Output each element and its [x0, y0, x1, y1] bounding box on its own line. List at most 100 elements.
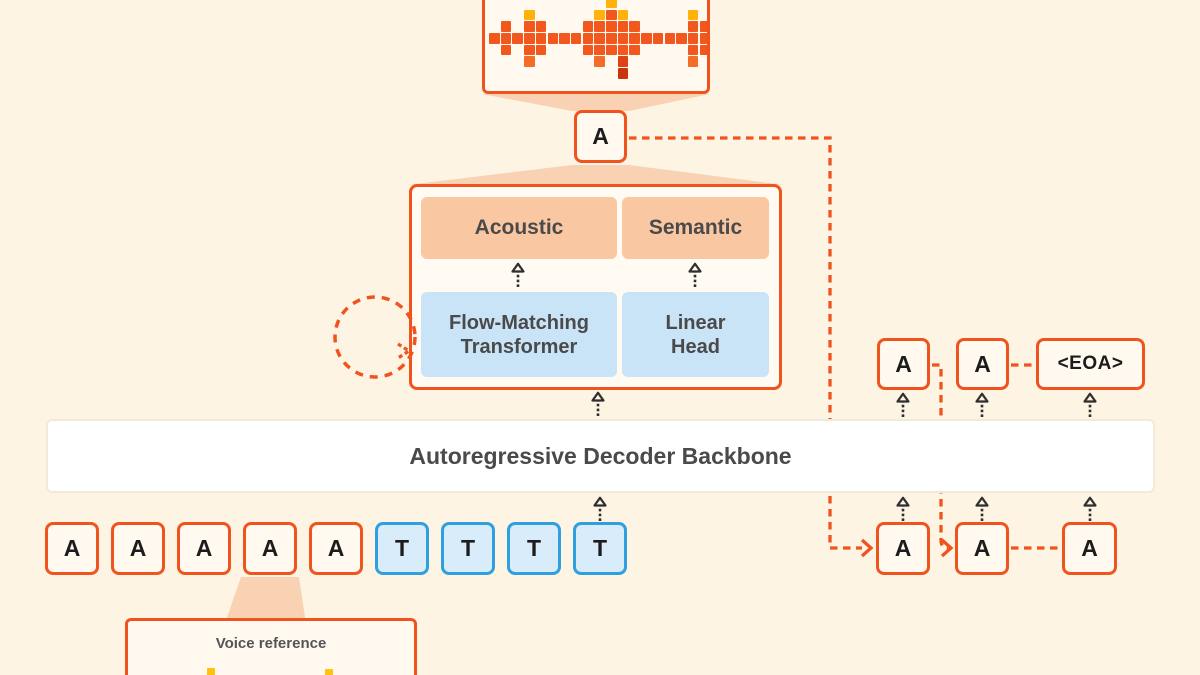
token-label: A [261, 535, 279, 561]
up-arrow-icon [895, 496, 911, 522]
waveform-cell [606, 9, 617, 21]
token-label: A [592, 123, 609, 149]
token-label: A [1081, 535, 1098, 561]
waveform-cell [594, 9, 605, 21]
waveform-cell [582, 21, 594, 32]
waveform-cell [617, 21, 629, 32]
generated-token-EOA: <EOA> [1036, 338, 1145, 390]
waveform-cell [570, 33, 582, 44]
token-label: T [526, 535, 542, 561]
waveform-cell [617, 56, 629, 67]
token-label: A [974, 350, 991, 377]
waveform-cell [582, 44, 594, 56]
generation-heads-box: Acoustic Semantic Flow-Matching Transfor… [409, 184, 782, 390]
waveform-cell [594, 33, 605, 44]
waveform-cell [512, 33, 523, 44]
acoustic-label: Acoustic [474, 216, 564, 239]
waveform-cell [629, 21, 640, 32]
generated-waveform-box [482, 0, 710, 94]
waveform-cell [524, 44, 535, 56]
waveform-cell [687, 56, 699, 67]
waveform-cell [664, 33, 676, 44]
token-label: A [894, 535, 912, 561]
waveform-cell [676, 33, 687, 44]
token-label: A [973, 535, 991, 561]
waveform-cell [594, 21, 605, 32]
semantic-label: Semantic [648, 216, 743, 239]
loop-arrowhead-icon [397, 342, 413, 360]
next-input-token-A: A [876, 522, 930, 575]
acoustic-block: Acoustic [421, 197, 617, 259]
waveform-cell [500, 21, 512, 32]
waveform-cell [629, 33, 640, 44]
input-token-T: T [573, 522, 627, 575]
output-audio-token: A [574, 110, 627, 163]
waveform-cell [699, 21, 707, 32]
waveform-cell [594, 56, 605, 67]
flow-matching-transformer-block: Flow-Matching Transformer [421, 292, 617, 377]
up-arrow-icon [590, 391, 606, 417]
waveform-cell [524, 21, 535, 32]
waveform-cell [606, 44, 617, 56]
token-label: A [895, 350, 912, 377]
waveform-cell [617, 33, 629, 44]
waveform-cell [687, 21, 699, 32]
token-label: A [327, 535, 345, 561]
up-arrow-icon [687, 262, 703, 288]
waveform-cell [535, 44, 547, 56]
waveform-cell [687, 9, 699, 21]
waveform-cell [699, 44, 707, 56]
next-input-token-A: A [1062, 522, 1117, 575]
token-label: A [195, 535, 213, 561]
input-token-T: T [375, 522, 429, 575]
input-token-A: A [243, 522, 297, 575]
waveform-cell [535, 33, 547, 44]
waveform-cell [629, 44, 640, 56]
backbone-label: Autoregressive Decoder Backbone [409, 442, 792, 469]
up-arrow-icon [974, 392, 990, 418]
waveform-cell [489, 33, 500, 44]
token-label: A [63, 535, 81, 561]
waveform-cell [652, 33, 664, 44]
token-label: T [394, 535, 410, 561]
waveform-cell [524, 9, 535, 21]
waveform-cell [617, 44, 629, 56]
waveform-cell [606, 21, 617, 32]
input-token-A: A [45, 522, 99, 575]
flow-matching-label: Flow-Matching Transformer [449, 311, 589, 358]
input-token-T: T [441, 522, 495, 575]
waveform-cell [699, 33, 707, 44]
generated-token-A: A [877, 338, 930, 390]
waveform-cell [547, 33, 559, 44]
waveform-cell [606, 33, 617, 44]
voice-reference-bar [324, 669, 333, 675]
waveform-cell [524, 33, 535, 44]
token-label: T [592, 535, 608, 561]
input-token-T: T [507, 522, 561, 575]
token-label: T [460, 535, 476, 561]
backbone-bar: Autoregressive Decoder Backbone [46, 419, 1155, 493]
up-arrow-icon [592, 496, 608, 522]
up-arrow-icon [1082, 392, 1098, 418]
flow-matching-loop-icon [333, 295, 417, 379]
waveform-cell [559, 33, 570, 44]
up-arrow-icon [510, 262, 526, 288]
arrowhead-icon [860, 538, 874, 558]
waveform-cell [687, 44, 699, 56]
input-token-A: A [111, 522, 165, 575]
funnel-token-to-heads [407, 165, 784, 185]
input-token-A: A [309, 522, 363, 575]
waveform-cell [617, 68, 629, 79]
up-arrow-icon [974, 496, 990, 522]
token-label: <EOA> [1057, 353, 1124, 374]
waveform-cell [687, 33, 699, 44]
funnel-waveform-to-token [482, 94, 710, 111]
next-input-token-A: A [955, 522, 1009, 575]
waveform-cell [594, 44, 605, 56]
arrowhead-icon [940, 538, 954, 558]
voice-reference-box: Voice reference [125, 618, 417, 675]
generated-token-A: A [956, 338, 1009, 390]
waveform-cell [535, 21, 547, 32]
waveform-cell [641, 33, 652, 44]
